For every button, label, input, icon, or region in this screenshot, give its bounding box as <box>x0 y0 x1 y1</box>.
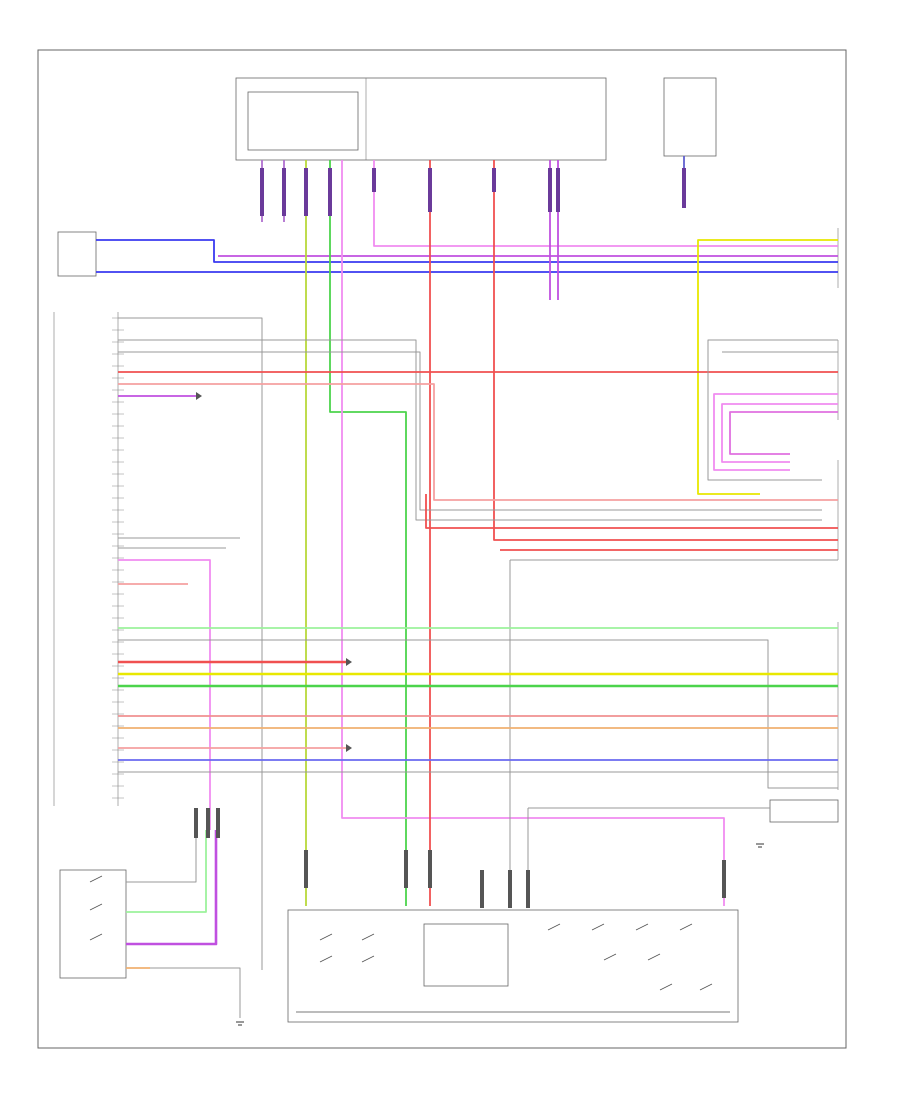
wire-red-2 <box>493 160 838 541</box>
wire-gray-1 <box>118 317 263 970</box>
ground-symbol-bottom <box>236 1021 244 1026</box>
arrow-markers <box>196 392 352 752</box>
lock-switch-box <box>57 231 97 277</box>
assembly-switches <box>319 923 713 991</box>
window-assembly-box <box>287 909 739 1023</box>
wire-blue-1 <box>96 239 838 263</box>
master-switch-contacts <box>89 875 103 941</box>
wire-sw-green <box>126 830 207 913</box>
wire-gray-2 <box>118 339 822 521</box>
wires <box>96 156 838 1018</box>
bottom-connector-stubs <box>194 808 726 908</box>
motor-block <box>423 923 509 987</box>
wire-gray-3 <box>118 351 822 511</box>
fuse-block-inner <box>247 91 359 151</box>
ground-symbol-right <box>756 843 764 848</box>
wire-red-b1 <box>425 494 838 529</box>
right-box-lower <box>769 799 839 823</box>
wire-pink-relay <box>373 160 838 247</box>
left-connector-pins <box>112 317 124 799</box>
master-switch-box <box>59 869 127 979</box>
wire-gray-8 <box>527 807 770 906</box>
wire-sw-gray2 <box>150 967 241 1018</box>
top-connector-stubs <box>260 168 686 216</box>
wire-yellow-loop <box>697 239 838 495</box>
wire-pink-r1 <box>713 393 838 471</box>
wire-pink-r3 <box>729 411 838 455</box>
wire-gray-long <box>509 559 838 906</box>
wire-gray-6 <box>118 639 838 789</box>
diagram-frame <box>37 49 847 1049</box>
wire-green <box>329 160 407 906</box>
wire-pink-low <box>118 559 211 830</box>
wire-sw-gray <box>126 830 197 883</box>
relay-box-right <box>663 77 717 157</box>
wire-lightred-row <box>118 383 838 501</box>
wire-pink-r2 <box>721 403 838 463</box>
wire-sw-violet <box>126 830 218 946</box>
wire-gray-r <box>707 339 838 481</box>
